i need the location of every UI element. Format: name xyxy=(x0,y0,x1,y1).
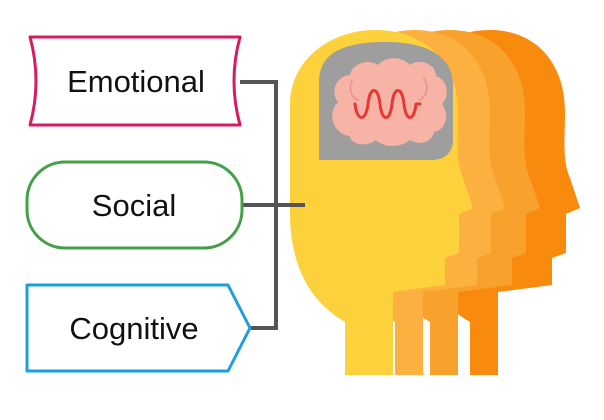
social-box: Social xyxy=(25,160,244,250)
brain-wave xyxy=(353,89,422,119)
brain-shape xyxy=(332,58,447,146)
cognitive-box-shape xyxy=(25,283,252,373)
emotional-box-shape xyxy=(28,35,242,127)
connector-lines xyxy=(240,80,305,330)
cognitive-label: Cognitive xyxy=(69,311,198,346)
social-label: Social xyxy=(92,188,176,223)
brain-icon xyxy=(319,42,453,160)
brain-fold-right xyxy=(419,77,428,101)
brain-fold-left xyxy=(349,79,359,101)
social-box-shape xyxy=(25,160,244,250)
emotional-label: Emotional xyxy=(67,64,205,99)
emotional-box: Emotional xyxy=(28,35,242,127)
cognitive-box: Cognitive xyxy=(25,283,252,373)
